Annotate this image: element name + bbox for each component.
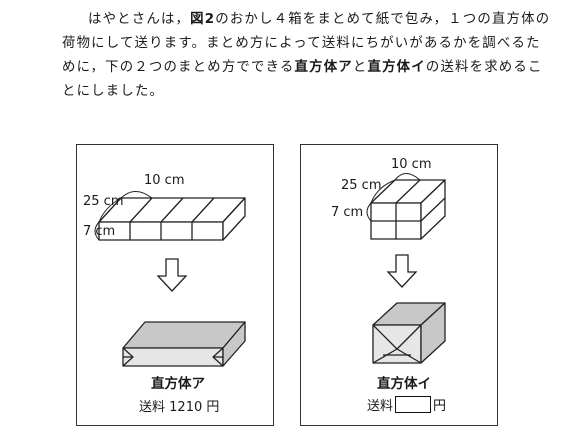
- down-arrow-icon: [156, 258, 188, 292]
- down-arrow-icon: [386, 254, 418, 288]
- box-b-dim-top: 10 cm: [391, 157, 432, 172]
- dim-arc-10-b: [394, 173, 421, 181]
- box-a-diagram: [94, 191, 246, 367]
- box-b-dim-height: 7 cm: [331, 205, 364, 220]
- intro-box-a-ref: 直方体ア: [294, 60, 353, 75]
- box-a-price: 送料 1210 円: [139, 396, 219, 415]
- box-a-price-label: 送料: [139, 400, 166, 415]
- dim-arc-25: [98, 197, 122, 223]
- intro-text-4: の送料を求めることにしました。: [62, 60, 543, 99]
- answer-blank[interactable]: [395, 396, 432, 413]
- intro-text-2: のおかし４箱をまとめて紙で包み，１つの直方体の荷物にして送ります。まとめ方によっ…: [62, 12, 551, 75]
- intro-text-3: と: [352, 60, 368, 75]
- dim-arc-7: [94, 221, 100, 241]
- box-a-side-face: [222, 197, 246, 241]
- box-b-price: 送料 円: [367, 395, 446, 414]
- intro-box-b-ref: 直方体イ: [367, 60, 426, 75]
- box-b-dim-side: 25 cm: [341, 178, 382, 193]
- dim-arc-7-b: [366, 202, 372, 222]
- box-a-price-unit: 円: [206, 400, 220, 415]
- box-a-dim-side: 25 cm: [83, 194, 124, 209]
- intro-text-1: はやとさんは，: [88, 12, 191, 27]
- box-a-dim-top: 10 cm: [144, 173, 185, 188]
- intro-figure-ref: 図2: [190, 12, 216, 27]
- dim-arc-10: [120, 191, 153, 199]
- box-a-dim-height: 7 cm: [83, 224, 116, 239]
- wrapped-box-b: [372, 302, 446, 364]
- dim-arc-25-b: [370, 179, 396, 204]
- intro-paragraph: はやとさんは，図2のおかし４箱をまとめて紙で包み，１つの直方体の荷物にして送りま…: [62, 8, 552, 104]
- box-b-price-unit: 円: [433, 399, 447, 414]
- box-b-name: 直方体イ: [377, 376, 431, 392]
- box-a-name: 直方体ア: [151, 376, 205, 392]
- panel-box-a: 10 cm 25 cm 7 cm 直方体ア 送料 1210 円: [76, 144, 274, 426]
- wrapped-box-a: [122, 321, 246, 367]
- box-b-diagram: [366, 173, 446, 364]
- box-a-price-value: 1210: [169, 400, 203, 415]
- panel-box-b: 10 cm 25 cm 7 cm 直方体イ 送料 円: [300, 144, 498, 426]
- box-b-price-label: 送料: [367, 399, 394, 414]
